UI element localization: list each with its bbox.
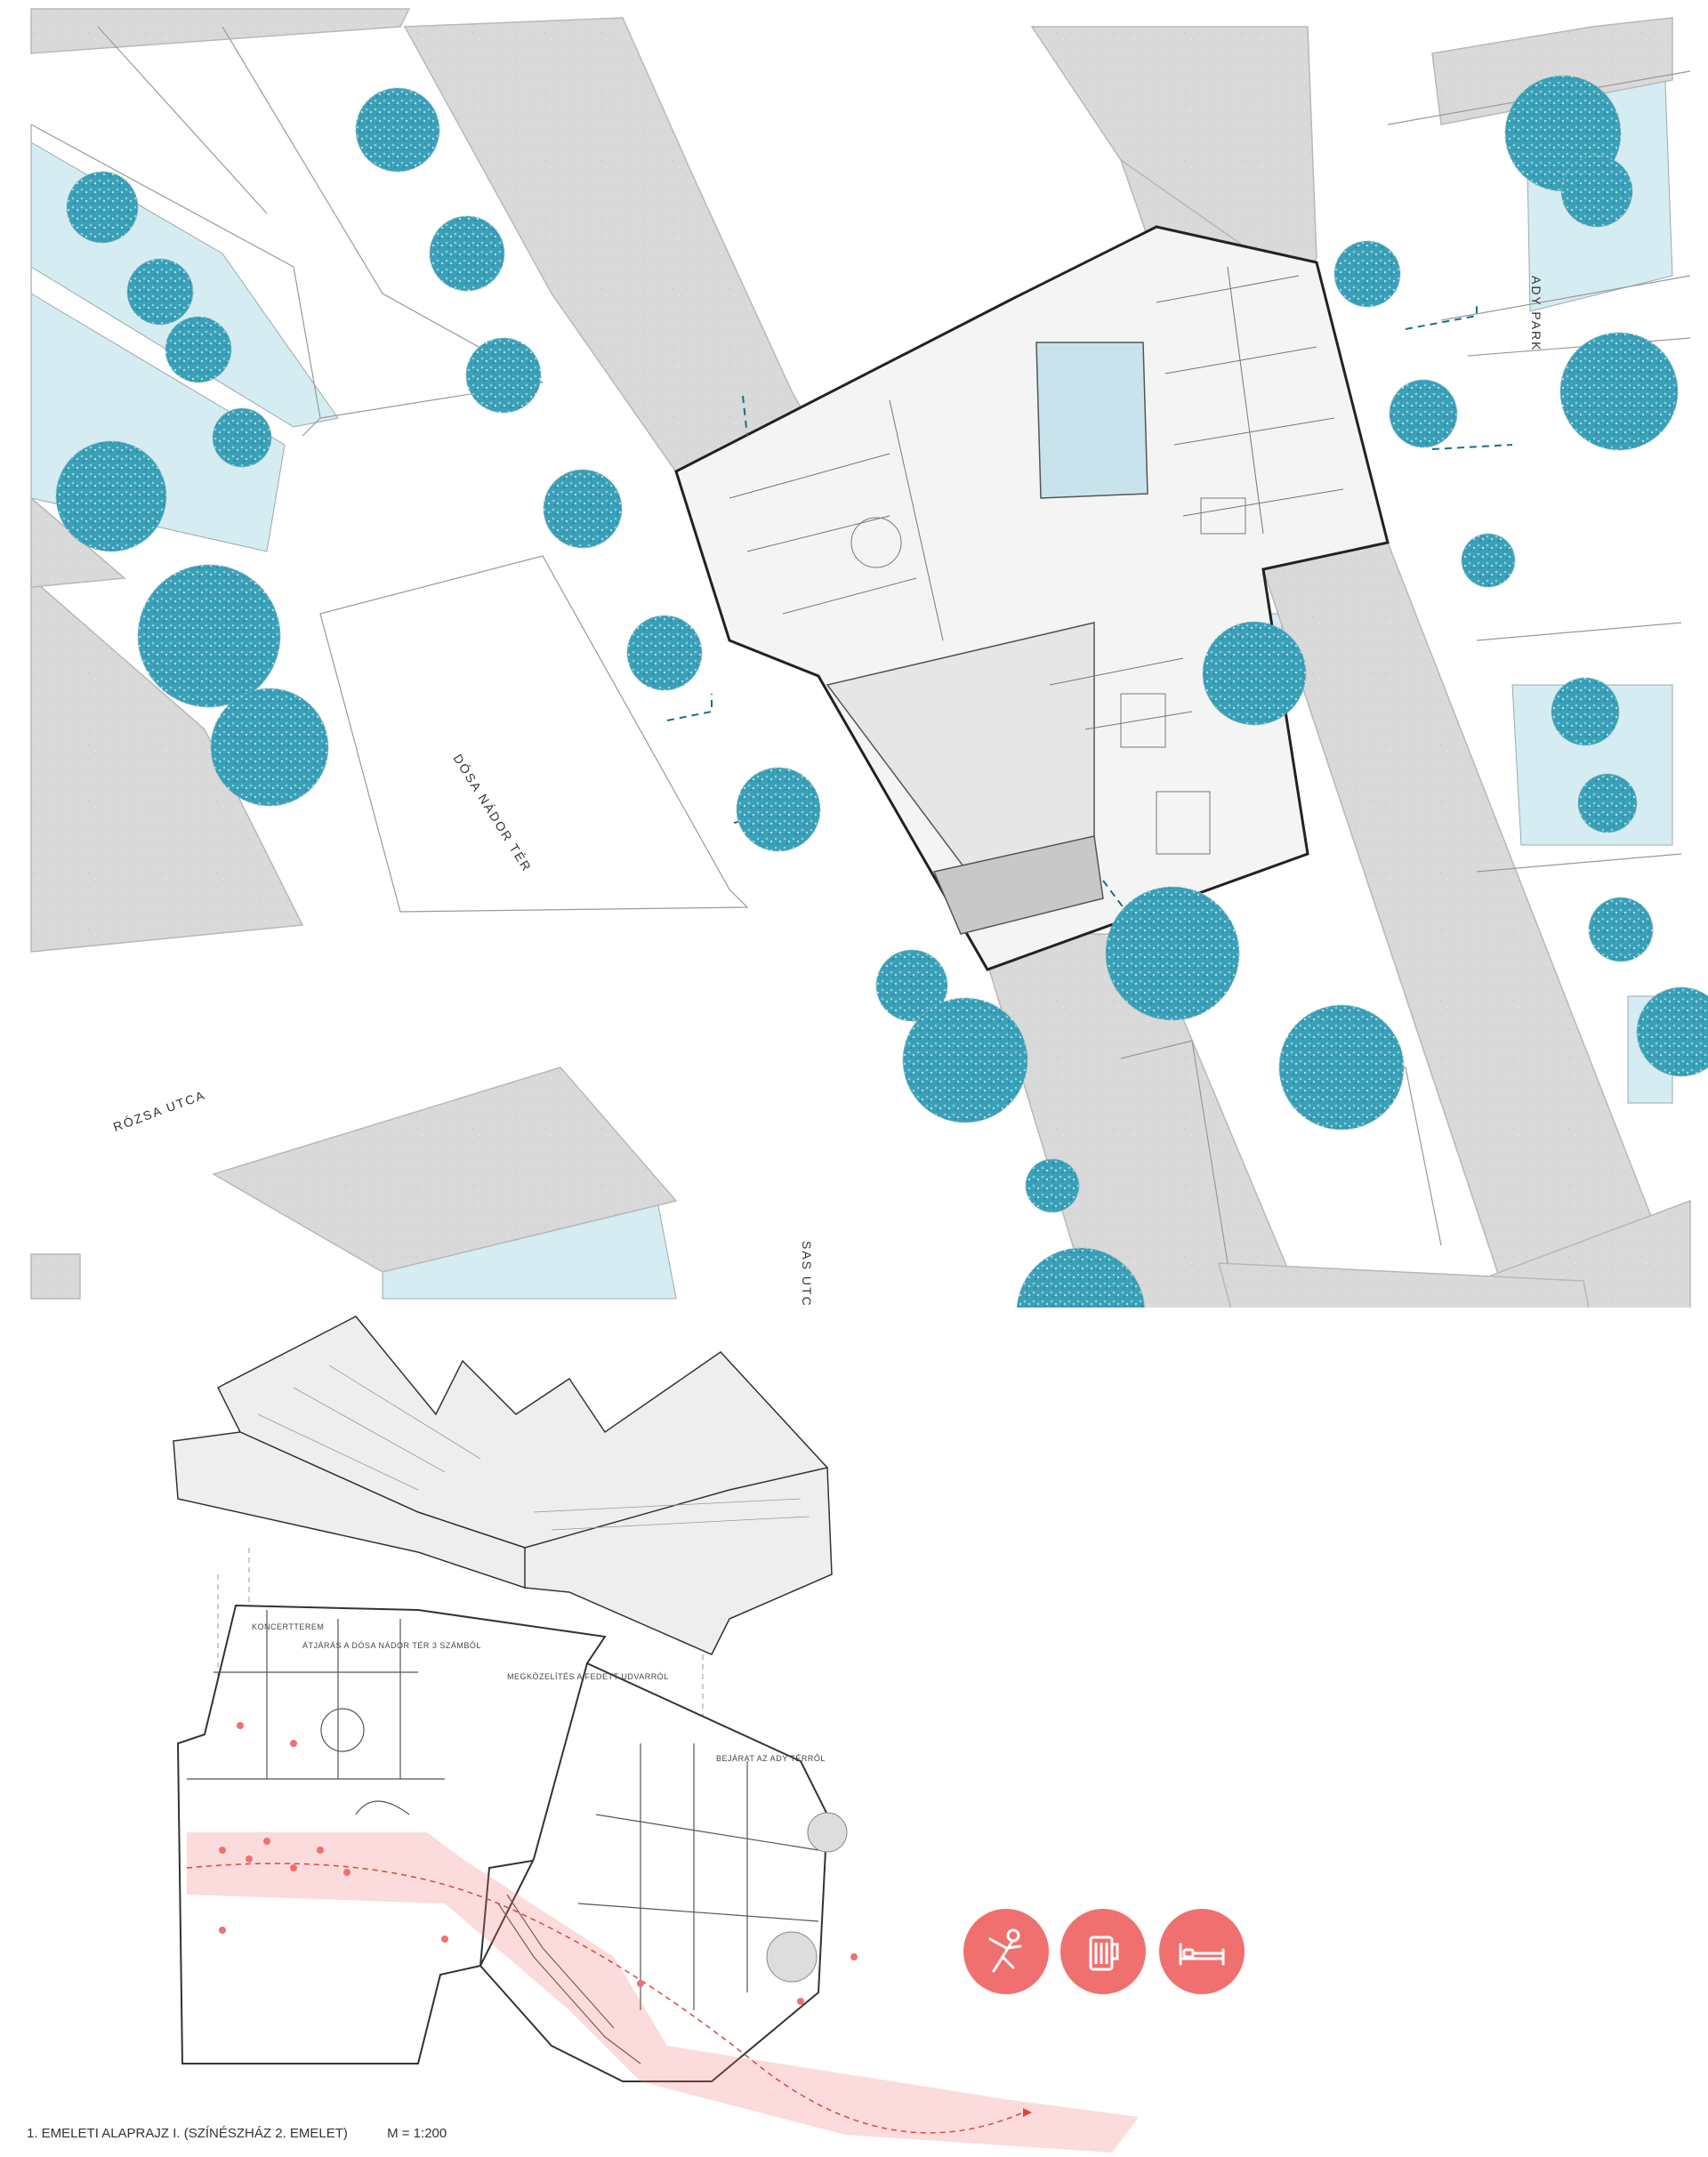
note-bejarat: BEJÁRAT AZ ADY TÉRRŐL — [716, 1754, 826, 1763]
performer-icon — [963, 1909, 1049, 1994]
bed-icon — [1159, 1909, 1245, 1994]
flow-arrow — [186, 1863, 1032, 2134]
drawing-caption: 1. EMELETI ALAPRAJZ I. (SZÍNÉSZHÁZ 2. EM… — [27, 2126, 447, 2141]
project-building — [674, 225, 1390, 971]
axonometric-drawing: KONCERTTEREM ÁTJÁRÁS A DÓSA NÁDOR TÉR 3 … — [0, 1281, 1708, 2153]
site-lines — [30, 26, 1691, 1264]
note-atjaras: ÁTJÁRÁS A DÓSA NÁDOR TÉR 3 SZÁMBÓL — [302, 1641, 481, 1650]
buildings — [30, 8, 1691, 1308]
note-megkozelites: MEGKÖZELÍTÉS A FEDETT UDVARRÓL — [507, 1672, 669, 1681]
sketch-trees — [766, 1812, 848, 1983]
site-plan: DÓSA NÁDOR TÉR RÓZSA UTCA SAS UTCA ADY P… — [30, 8, 1708, 1308]
caption-title: 1. EMELETI ALAPRAJZ I. (SZÍNÉSZHÁZ 2. EM… — [27, 2126, 348, 2141]
visitor-flow — [187, 1832, 1139, 2153]
beer-icon — [1060, 1909, 1146, 1994]
people-markers — [219, 1722, 858, 2005]
caption-scale: M = 1:200 — [387, 2126, 447, 2141]
trees — [55, 75, 1708, 1308]
roof-level — [173, 1316, 833, 1655]
floor-level — [176, 1604, 829, 2082]
street-label-ady: ADY PARK — [1529, 276, 1543, 352]
note-koncertterem: KONCERTTEREM — [252, 1622, 325, 1631]
